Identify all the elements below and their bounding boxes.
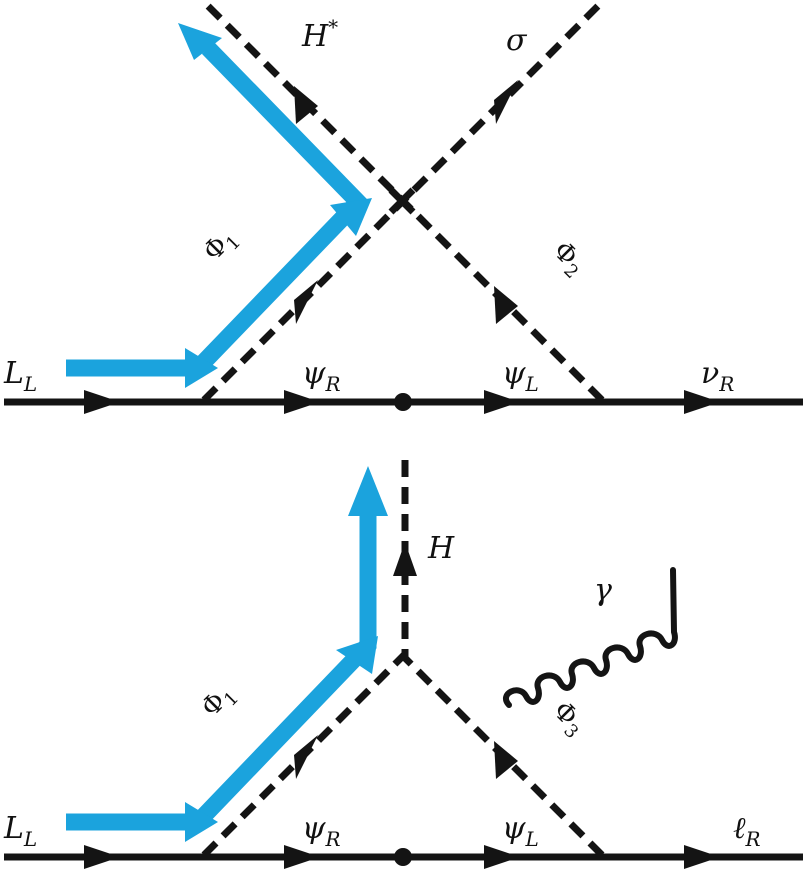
bottom-charge-flow-head-mid — [185, 802, 218, 842]
bottom-diagram: LL ψR ψL ℓR H γ Φ1 Φ3 — [3, 460, 803, 869]
top-phi2-arrow — [494, 286, 518, 324]
top-hstar-arrow — [294, 86, 318, 124]
bottom-label-psi-L: ψL — [502, 811, 539, 851]
bottom-label-ell-R: ℓR — [733, 811, 761, 851]
bottom-label-Phi1: Φ1 — [196, 679, 243, 726]
bottom-label-gamma: γ — [594, 573, 612, 608]
top-label-L-L: LL — [3, 356, 37, 396]
bottom-mass-insertion-dot — [394, 848, 412, 866]
top-label-sigma: σ — [506, 23, 528, 58]
top-charge-flow-head-mid — [185, 348, 218, 388]
bottom-label-psi-R: ψR — [302, 811, 341, 851]
bottom-charge-flow-path — [66, 503, 377, 831]
bottom-H-arrow — [393, 542, 417, 576]
bottom-fermion-arrow-4 — [684, 845, 720, 869]
bottom-fermion-arrow-3 — [484, 845, 520, 869]
top-label-Phi2: Φ2 — [544, 236, 591, 283]
top-fermion-arrow-1 — [84, 390, 120, 414]
top-diagram: LL ψR ψL νR H* σ Φ1 Φ2 — [3, 0, 803, 414]
top-fermion-arrow-2 — [284, 390, 320, 414]
top-label-H-star: H* — [301, 15, 338, 54]
bottom-charge-flow-head-end — [348, 466, 388, 516]
top-mass-insertion-dot — [394, 393, 412, 411]
top-label-Phi1: Φ1 — [198, 223, 245, 270]
top-phi1-arrow — [294, 280, 318, 324]
bottom-label-L-L: LL — [3, 811, 37, 851]
bottom-label-H: H — [427, 531, 455, 566]
top-fermion-arrow-3 — [484, 390, 520, 414]
bottom-photon-line — [503, 567, 678, 708]
bottom-phi1-arrow — [294, 735, 318, 779]
top-label-psi-L: ψL — [502, 356, 539, 396]
bottom-phi3-arrow — [494, 741, 518, 779]
top-sigma-arrow — [494, 80, 518, 124]
bottom-label-Phi3: Φ3 — [544, 696, 591, 743]
bottom-fermion-arrow-2 — [284, 845, 320, 869]
top-charge-flow-path — [66, 42, 370, 377]
top-charge-flow-head-end — [178, 23, 222, 60]
top-fermion-arrow-4 — [684, 390, 720, 414]
bottom-fermion-arrow-1 — [84, 845, 120, 869]
top-charge-flow-head-turn — [330, 198, 372, 236]
top-label-nu-R: νR — [701, 356, 734, 396]
bottom-charge-flow-head-turn — [336, 636, 378, 674]
top-vertex-cross — [388, 187, 416, 215]
top-label-psi-R: ψR — [302, 356, 341, 396]
